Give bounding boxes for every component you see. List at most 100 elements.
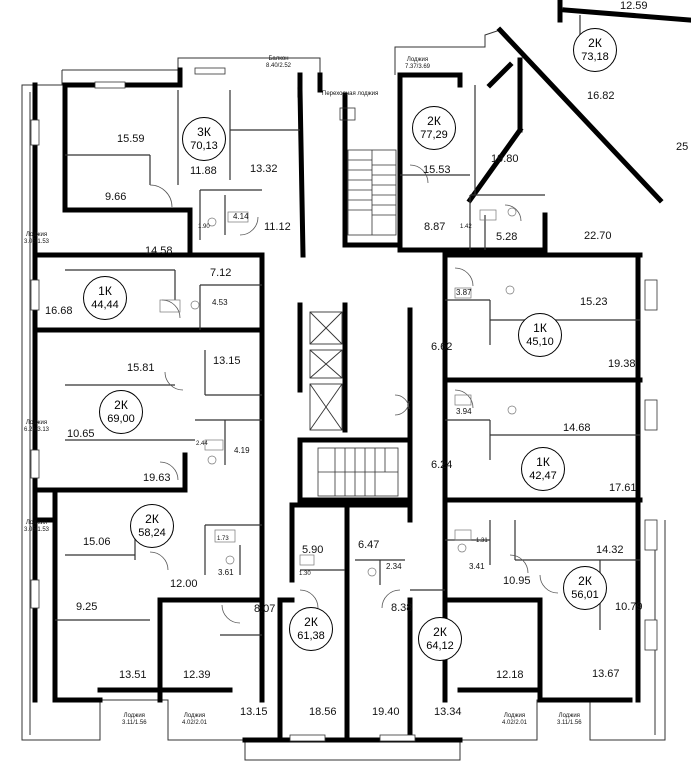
- apt-type: 2К: [578, 573, 592, 588]
- room-area: 12.59: [620, 0, 648, 12]
- room-area: 4.14: [233, 212, 249, 221]
- apt-type: 3К: [197, 124, 211, 139]
- apt-type: 2К: [145, 511, 159, 526]
- room-area: 2.44: [196, 441, 208, 447]
- apt-type: 1К: [533, 320, 547, 335]
- room-area: 22.70: [584, 230, 612, 242]
- stairs-bottom: [317, 447, 399, 497]
- room-area: 10.95: [503, 575, 531, 587]
- room-area: 15.23: [580, 296, 608, 308]
- loggia-left-3-label: Лоджия 3.05/1.53: [24, 520, 49, 533]
- loggia-title: Лоджия: [406, 57, 429, 63]
- room-area: 8.07: [254, 603, 276, 615]
- room-area: 13.32: [250, 163, 278, 175]
- apt-area: 77,29: [420, 128, 448, 141]
- room-area: 1.90: [198, 224, 210, 230]
- room-area: 19.38: [608, 358, 636, 370]
- walls: [32, 0, 691, 743]
- room-area: 13.34: [434, 706, 462, 718]
- room-area: 13.51: [119, 669, 147, 681]
- room-area: 15.06: [83, 536, 111, 548]
- room-area: 15.53: [423, 164, 451, 176]
- room-area: 12.00: [170, 578, 198, 590]
- room-area: 1.31: [476, 538, 488, 544]
- balcony-title: Балкон: [268, 56, 289, 62]
- room-area: 17.61: [609, 482, 637, 494]
- room-area: 13.15: [213, 355, 241, 367]
- room-area: 16.68: [45, 305, 73, 317]
- room-area: 14.32: [596, 544, 624, 556]
- room-area: 11.88: [190, 165, 217, 177]
- apt-area: 64,12: [426, 639, 454, 652]
- loggia-title: Лоджия: [123, 713, 145, 719]
- room-area: 3.41: [469, 562, 485, 571]
- room-area: 3.87: [456, 288, 472, 297]
- apt-area: 45,10: [526, 335, 554, 348]
- stairs-top: [339, 107, 397, 236]
- loggia-size: 4.02/2.01: [502, 719, 528, 726]
- apt-type: 1К: [536, 454, 550, 469]
- room-area: 11.12: [264, 221, 291, 233]
- loggia-title: Лоджия: [25, 520, 48, 526]
- room-area: 8.87: [424, 221, 446, 233]
- room-area: 10.65: [67, 428, 95, 440]
- apt-type: 2К: [433, 624, 447, 639]
- loggia-title: Лоджия: [25, 420, 48, 426]
- room-area: 9.66: [105, 191, 127, 203]
- loggia-size: 3.05/1.53: [24, 238, 50, 245]
- loggia-title: Лоджия: [25, 232, 48, 238]
- loggia-bottom-4-label: Лоджия 3.11/1.56: [557, 713, 582, 726]
- room-area: 19.63: [143, 472, 171, 484]
- apt-area: 73,18: [581, 50, 609, 63]
- loggia-left-2-label: Лоджия 6.26/3.13: [24, 420, 49, 433]
- balcony-size: 8.40/2.52: [266, 62, 292, 69]
- apt-area: 69,00: [107, 412, 135, 425]
- loggia-size: 3.11/1.56: [122, 719, 147, 726]
- room-area: 9.25: [76, 601, 98, 613]
- loggia-left-1-label: Лоджия 3.05/1.53: [24, 232, 49, 245]
- room-area: 25: [676, 141, 689, 153]
- room-area: 4.19: [234, 446, 250, 455]
- room-area: 13.67: [592, 668, 620, 680]
- room-area: 18.56: [309, 706, 337, 718]
- elevator-shafts: [309, 311, 343, 431]
- loggia-bottom-2-label: Лоджия 4.02/2.01: [182, 713, 207, 726]
- loggia-size: 7.37/3.69: [405, 63, 431, 70]
- loggia-bottom-3-label: Лоджия 4.02/2.01: [502, 713, 527, 726]
- apt-area: 44,44: [91, 298, 119, 311]
- room-area: 6.62: [431, 341, 453, 353]
- room-area: 10.79: [615, 601, 643, 613]
- loggia-top-right-label: Лоджия 7.37/3.69: [405, 57, 430, 70]
- room-area: 14.68: [563, 422, 591, 434]
- room-area: 5.90: [302, 544, 324, 556]
- loggia-bottom-1-label: Лоджия 3.11/1.56: [122, 713, 147, 726]
- loggia-title: Лоджия: [183, 713, 206, 719]
- loggia-size: 6.26/3.13: [24, 426, 50, 433]
- apt-type: 2К: [588, 35, 602, 50]
- room-area: 7.12: [210, 267, 232, 279]
- room-area: 12.18: [496, 669, 524, 681]
- room-area: 6.47: [358, 539, 380, 551]
- room-area: 12.39: [183, 669, 211, 681]
- room-area: 3.61: [218, 568, 234, 577]
- room-area: 5.28: [496, 231, 518, 243]
- room-area: 3.94: [456, 407, 472, 416]
- room-area: 4.53: [212, 298, 228, 307]
- apt-area: 70,13: [190, 139, 218, 152]
- room-area: 13.15: [240, 706, 268, 718]
- apt-area: 42,47: [529, 469, 557, 482]
- room-area: 15.81: [127, 362, 155, 374]
- windows: [30, 67, 658, 742]
- room-area: 2.34: [386, 562, 402, 571]
- room-area: 6.24: [431, 459, 453, 471]
- room-area: 1.73: [217, 536, 229, 542]
- passage-loggia-label: Переходная лоджия: [322, 91, 379, 97]
